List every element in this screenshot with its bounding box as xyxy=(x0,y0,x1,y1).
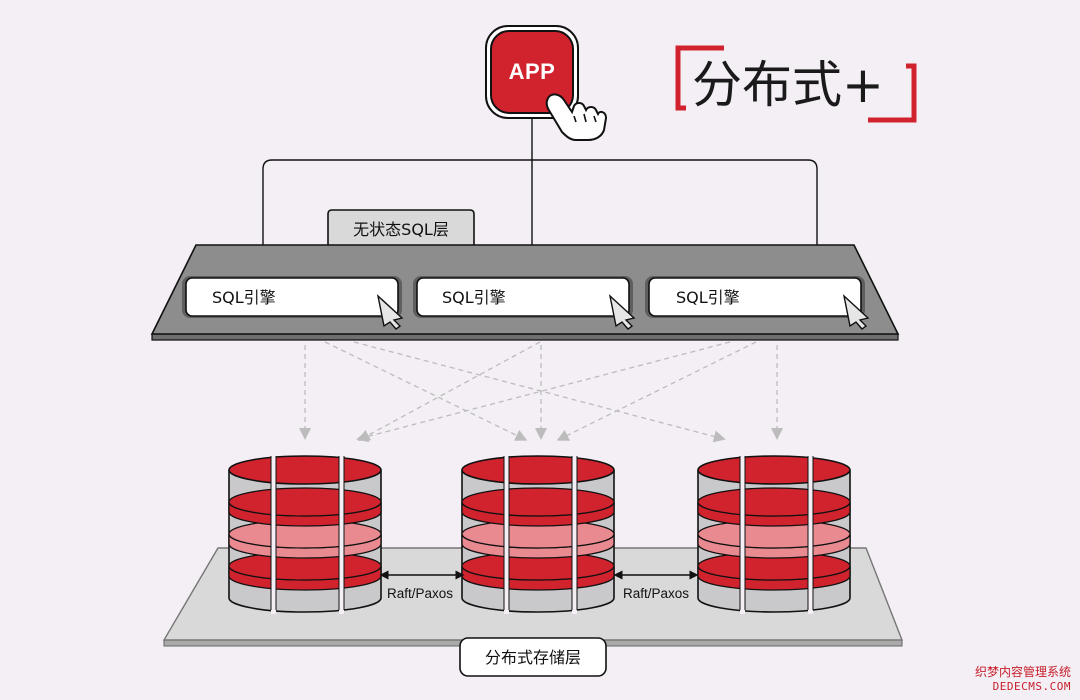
sql-engine-3[interactable]: SQL引擎 xyxy=(645,276,870,330)
routing-arrows xyxy=(299,341,783,443)
raft-label: Raft/Paxos xyxy=(387,586,453,601)
database-node xyxy=(697,454,851,614)
hand-pointer-icon xyxy=(545,93,608,141)
cursor-arrow-icon xyxy=(376,294,404,330)
raft-link-2: Raft/Paxos xyxy=(613,570,699,601)
watermark-line2: DEDECMS.COM xyxy=(993,680,1071,693)
raft-label: Raft/Paxos xyxy=(623,586,689,601)
title-block: 分布式+ xyxy=(675,45,917,123)
app-label: APP xyxy=(509,59,556,84)
cursor-arrow-icon xyxy=(608,294,636,330)
title-bracket-left xyxy=(675,45,724,111)
cursor-arrow-icon xyxy=(842,294,870,330)
sql-engine-label: SQL引擎 xyxy=(676,288,740,307)
title-text: 分布式+ xyxy=(692,56,884,114)
sql-engine-label: SQL引擎 xyxy=(212,288,276,307)
storage-nodes xyxy=(228,454,851,614)
database-node xyxy=(461,454,615,614)
watermark-line1: 织梦内容管理系统 xyxy=(975,664,1071,679)
sql-layer-tab: 无状态SQL层 xyxy=(327,209,475,249)
storage-layer-tag: 分布式存储层 xyxy=(459,637,607,677)
app-connectors xyxy=(258,118,822,267)
watermark: 织梦内容管理系统 DEDECMS.COM xyxy=(975,664,1071,693)
sql-engine-2[interactable]: SQL引擎 xyxy=(413,276,636,330)
storage-layer-label: 分布式存储层 xyxy=(485,648,581,667)
sql-layer-label: 无状态SQL层 xyxy=(353,220,449,239)
sql-engine-1[interactable]: SQL引擎 xyxy=(182,276,404,330)
sql-engine-label: SQL引擎 xyxy=(442,288,506,307)
raft-link-1: Raft/Paxos xyxy=(379,570,465,601)
database-node xyxy=(228,454,382,614)
title-bracket-right xyxy=(868,63,917,123)
